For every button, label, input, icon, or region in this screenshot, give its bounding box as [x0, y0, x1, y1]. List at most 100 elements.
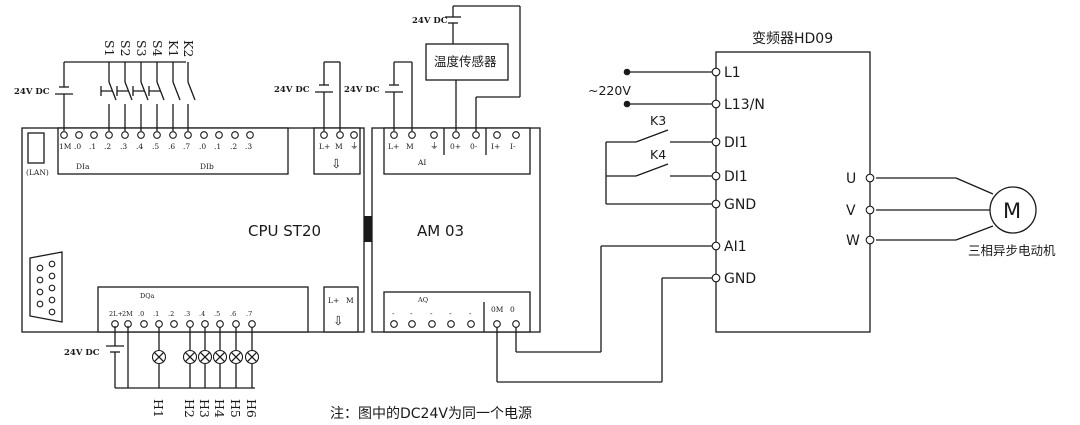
ai-terminal: [452, 131, 460, 139]
ai-terminal-label: 0-: [470, 142, 478, 151]
dqa-label: DQa: [140, 292, 155, 300]
serial-port: [29, 251, 63, 323]
lamp-label: H2: [182, 399, 197, 418]
plc-power-bottom-block: [323, 286, 359, 333]
plc-cpu: (LAN) DIa DIb 1M.0.1.2.3.4.5.6.7.0.1.2.3…: [21, 127, 365, 333]
temperature-sensor-circuit: 24V DC 温度传感器: [412, 5, 521, 131]
switch-blade: [187, 81, 196, 101]
ai-terminal: [512, 131, 520, 139]
input-terminal-label: .0: [199, 142, 206, 151]
switch-label: S4: [150, 40, 165, 57]
aq-dash: -: [469, 309, 472, 318]
ground-terminal: [350, 131, 358, 139]
ai-terminal-label: M: [406, 142, 414, 151]
output-terminal: [216, 320, 224, 328]
output-terminal: [232, 320, 240, 328]
aq-terminal: [428, 320, 436, 328]
inverter-terminal-label: DI1: [724, 169, 748, 185]
plc-supply-label: 24V DC: [274, 85, 310, 95]
inverter-terminal-label: AI1: [724, 239, 747, 255]
power-terminal: [336, 131, 344, 139]
plc-bottom-m: M: [346, 296, 354, 305]
aq-dash: -: [430, 309, 433, 318]
output-terminal-label: .4: [199, 310, 205, 318]
input-terminal: [231, 131, 239, 139]
lan-port: [27, 132, 45, 164]
motor-symbol: M: [1003, 199, 1021, 223]
output-terminal-label: .6: [230, 310, 236, 318]
input-terminal-label: 1M: [59, 142, 72, 151]
input-terminal-label: .4: [136, 142, 143, 151]
ai-terminal: [472, 131, 480, 139]
ai-terminal-label: 0+: [450, 142, 461, 151]
output-terminal-label: .3: [184, 310, 190, 318]
aq-terminal: [390, 320, 398, 328]
aq-dash: -: [449, 309, 452, 318]
inverter-terminal: [711, 99, 721, 109]
input-supply-label: 24V DC: [14, 87, 50, 97]
input-terminal-label: .2: [104, 142, 111, 151]
input-terminal: [184, 131, 192, 139]
switch-blade: [108, 81, 117, 101]
ground-arrow-top: ⇩: [331, 156, 341, 171]
output-terminal: [201, 320, 209, 328]
lamp-label: H1: [151, 399, 166, 418]
lamp-label: H5: [228, 399, 243, 418]
power-terminal-label: M: [335, 142, 343, 151]
motor-label: 三相异步电动机: [968, 243, 1056, 258]
input-terminal: [121, 131, 129, 139]
input-terminal-label: .1: [214, 142, 221, 151]
ai-terminal-label: I-: [510, 142, 516, 151]
input-terminal-label: .0: [74, 142, 81, 151]
inverter-terminal: [711, 171, 721, 181]
inverter-right-terminals: UVW: [846, 171, 875, 249]
inverter-output-terminal: [865, 235, 875, 245]
inverter-terminal: [711, 67, 721, 77]
input-terminal: [137, 131, 145, 139]
plc-power-circuit: 24V DC: [274, 61, 341, 131]
power-terminal: [320, 131, 328, 139]
input-terminal-label: .6: [168, 142, 175, 151]
output-terminal-label: .2: [168, 310, 174, 318]
output-terminal: [170, 320, 178, 328]
footnote: 注：图中的DC24V为同一个电源: [330, 406, 532, 422]
output-terminal-label: 2M: [122, 310, 133, 318]
inverter-terminal: [711, 199, 721, 209]
push-button-icon: [148, 86, 160, 96]
ai-terminals: L+M⏚0+0-I+I-: [388, 131, 520, 152]
switch-blade: [156, 81, 165, 101]
switch-label: S2: [118, 40, 133, 57]
plc-model-label: CPU ST20: [248, 222, 321, 240]
inverter-terminal: [711, 137, 721, 147]
inverter-output-label: U: [846, 171, 856, 187]
dia-label: DIa: [76, 162, 90, 171]
analog-output-wiring: [496, 245, 712, 383]
sensor-box: [425, 43, 509, 81]
lamp-label: H6: [244, 399, 259, 418]
mains-label: ~220V: [588, 83, 631, 98]
ground-icon: ⏚: [350, 142, 359, 152]
ai-terminal: [430, 131, 438, 139]
input-terminal: [105, 131, 113, 139]
ai-terminal-label: L+: [388, 142, 399, 151]
input-terminal-label: .2: [230, 142, 237, 151]
aq-terminal: [467, 320, 475, 328]
input-terminal-label: .3: [120, 142, 127, 151]
aq-dash: -: [410, 309, 413, 318]
aq-terminal: [447, 320, 455, 328]
inverter-body: [715, 51, 871, 333]
inverter-terminal-label: GND: [724, 271, 756, 287]
inverter-terminal-label: GND: [724, 197, 756, 213]
input-terminal: [200, 131, 208, 139]
switch-blade: [124, 81, 133, 101]
relay-k4-label: K4: [650, 147, 666, 162]
ai-terminal-label: I+: [491, 142, 500, 151]
output-supply-label: 24V DC: [64, 348, 100, 358]
